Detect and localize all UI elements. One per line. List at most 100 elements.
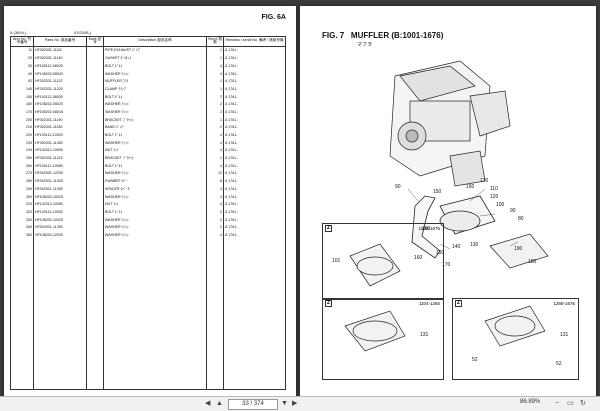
prev-page-icon[interactable]: ◀ — [205, 400, 211, 407]
cell-part-no: HF302331-11210 — [33, 154, 87, 162]
zoom-level[interactable]: 86.89% — [520, 399, 541, 405]
cell-mark — [86, 184, 104, 193]
callout: 131 — [560, 332, 569, 338]
pdf-page-parts-list: FIG. 6A A (3894-) 03/2008-( Item No. 符号番… — [4, 6, 296, 396]
cell-item-no: 140 — [10, 85, 34, 93]
cell-description: BOLT ﾎﾞﾙﾄ — [103, 92, 207, 101]
cell-mark — [86, 46, 104, 55]
cell-blank — [86, 238, 104, 390]
next-page-icon[interactable]: ▶ — [292, 400, 298, 407]
cell-remarks: A 1761- — [223, 146, 286, 155]
cell-description: RUBBER ﾗﾊﾞｰ — [103, 177, 207, 185]
parts-table: Item No. 符号番号 Parts No. 部品番号 Mark 記号 Des… — [10, 36, 286, 390]
cell-description: GASKET ｶﾞｽｹｯﾄ — [103, 54, 207, 62]
callout: 110 — [490, 186, 498, 192]
cell-description: BOLT ﾎﾞﾙﾄ — [103, 61, 207, 70]
callout: 80 — [518, 216, 524, 222]
cell-item-no: 200 — [10, 115, 34, 124]
col-part: Parts No. 部品番号 — [33, 36, 87, 47]
cell-qty: 2 — [206, 208, 224, 216]
cell-part-no: HF100112-08025 — [33, 61, 87, 70]
cell-mark — [86, 208, 104, 216]
cell-part-no: HF302331-11122 — [33, 77, 87, 86]
zoom-out-icon[interactable]: − — [555, 400, 560, 407]
cell-item-no: 340 — [10, 223, 34, 232]
pdf-page-diagram: FIG. 7 MUFFLER (B:1001-1676) マフラ — [300, 6, 596, 396]
cell-item-no: 250 — [10, 154, 34, 162]
cell-item-no: 350 — [10, 231, 34, 239]
col-mark: Mark 記号 — [86, 36, 104, 47]
cell-remarks: A 1761- — [223, 215, 286, 224]
page-number-input[interactable]: 33 / 374 — [228, 399, 278, 410]
cell-remarks: A 1761- — [223, 131, 286, 139]
cell-remarks: A 1761- — [223, 46, 286, 55]
cell-qty: 2 — [206, 223, 224, 232]
cell-mark — [86, 123, 104, 132]
cell-remarks: A 1761- — [223, 61, 286, 70]
cell-mark — [86, 54, 104, 62]
cell-description: BOLT ﾎﾞﾙﾄ — [103, 161, 207, 170]
cell-remarks: A 1761- — [223, 192, 286, 201]
header-mid: 03/2008-( — [74, 30, 92, 35]
cell-description: MUFFLER ﾏﾌﾗ — [103, 77, 207, 86]
cell-item-no: 320 — [10, 208, 34, 216]
cell-mark — [86, 92, 104, 101]
cell-item-no: 150 — [10, 92, 34, 101]
cell-qty: 1 — [206, 85, 224, 93]
cell-qty: 2 — [206, 215, 224, 224]
figure-subtitle: マフラ — [357, 42, 373, 48]
cell-item-no: 160 — [10, 100, 34, 109]
cell-qty: 4 — [206, 61, 224, 70]
rotate-icon[interactable]: ↻ — [580, 400, 586, 407]
cell-part-no: HF302931-12290 — [33, 169, 87, 178]
cell-blank — [10, 238, 34, 390]
col-description: Description 部品名称 — [103, 36, 207, 47]
cell-qty: 1 — [206, 46, 224, 55]
callout: 160 — [414, 255, 423, 261]
cell-description: NUT ﾅｯﾄ — [103, 200, 207, 209]
cell-description: PIPE,EXHAUST ﾊﾟｲﾌﾟ — [103, 46, 207, 55]
fit-page-icon[interactable]: ▭ — [567, 400, 574, 407]
detail-box-label: Z — [455, 300, 463, 307]
cell-part-no: HF133312-10000 — [33, 146, 87, 155]
cell-part-no: HF302931-11350 — [33, 138, 87, 147]
cell-part-no: HF302931-11300 — [33, 177, 87, 185]
callout: 100 — [496, 202, 505, 208]
cell-mark — [86, 154, 104, 162]
detail-box-range: 1089-1676 — [418, 226, 440, 231]
callout: 90 — [395, 184, 401, 190]
cell-remarks: A 1761- — [223, 115, 286, 124]
cell-mark — [86, 77, 104, 86]
cell-qty: 1 — [206, 115, 224, 124]
cell-mark — [86, 231, 104, 239]
cell-remarks: A 1761- — [223, 169, 286, 178]
cell-qty: 4 — [206, 200, 224, 209]
cell-part-no: HF132312-10080 — [33, 200, 87, 209]
cell-blank — [223, 238, 286, 390]
up-page-icon[interactable]: ▲ — [216, 400, 223, 407]
cell-mark — [86, 161, 104, 170]
cell-qty: 1 — [206, 77, 224, 86]
cell-description: WASHER ﾜｯｼｬ — [103, 108, 207, 116]
cell-item-no: 310 — [10, 200, 34, 209]
cell-item-no: 40 — [10, 69, 34, 78]
cell-mark — [86, 146, 104, 155]
callout: 101 — [332, 258, 341, 264]
callout: 170 — [480, 178, 489, 184]
cell-description: CLAMP ｸﾗﾝﾌﾟ — [103, 85, 207, 93]
cell-description: WASHER ﾜｯｼｬ — [103, 69, 207, 78]
fig-number: FIG. 7 — [322, 31, 345, 40]
down-page-icon[interactable]: ▼ — [281, 400, 288, 407]
cell-qty: 4 — [206, 138, 224, 147]
